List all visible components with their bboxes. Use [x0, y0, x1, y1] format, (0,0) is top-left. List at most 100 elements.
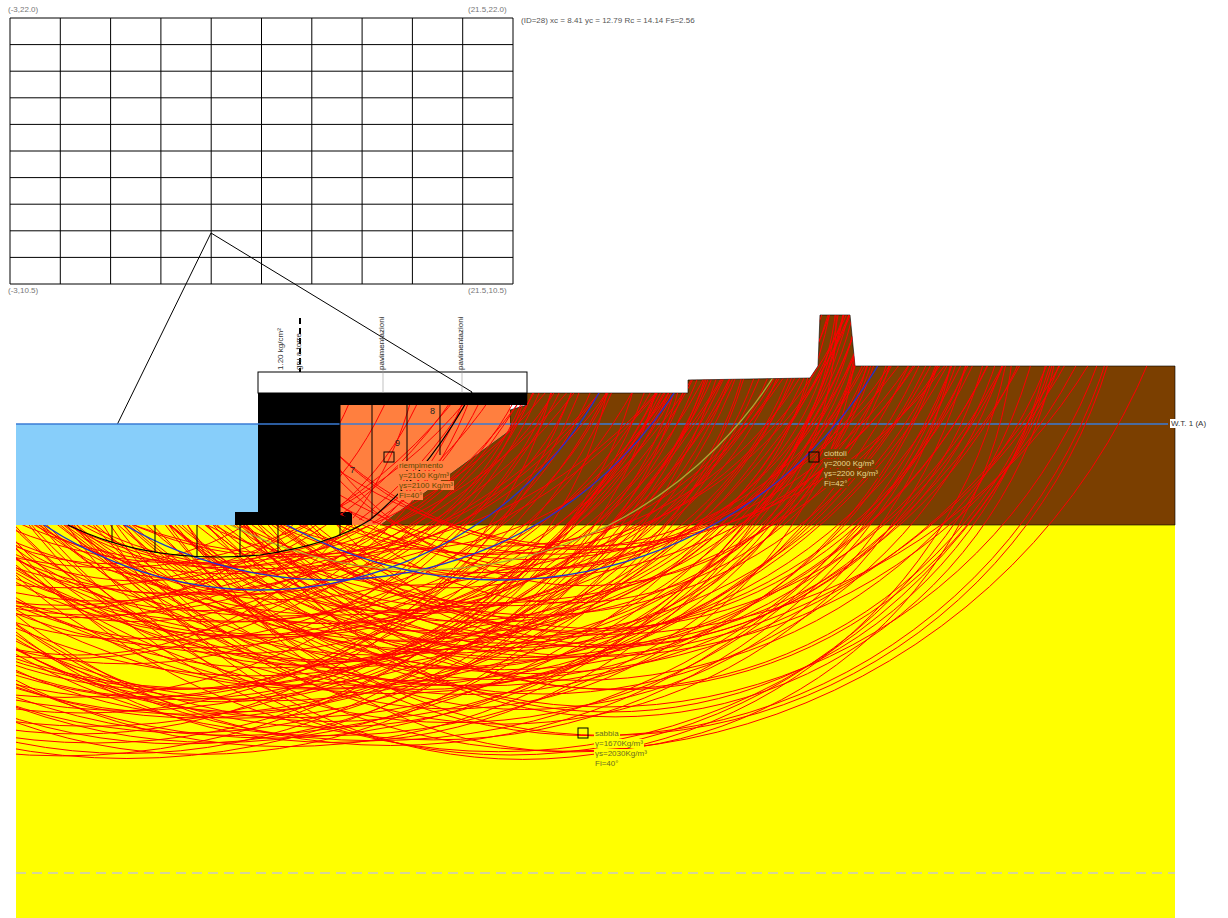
slip-circle — [0, 0, 596, 659]
slip-circle — [132, 0, 817, 554]
slip-circle — [27, 0, 810, 614]
slices — [112, 405, 440, 557]
material-label: riempimento — [398, 461, 444, 470]
slip-circle — [0, 0, 674, 593]
material-label: ciottoli — [823, 449, 848, 458]
slip-circle — [0, 0, 1032, 741]
slip-circle — [79, 0, 836, 621]
slip-circle — [0, 0, 642, 600]
grid-line — [10, 204, 513, 205]
slip-circle — [0, 0, 740, 580]
grid-line — [10, 177, 513, 178]
slip-circle — [0, 0, 712, 700]
material-label: γ=1670Kg/m³ — [594, 739, 644, 748]
slip-circle — [40, 0, 1172, 634]
grid-line — [513, 18, 514, 284]
wall-slab — [258, 393, 527, 405]
slip-circle — [0, 0, 545, 595]
slip-circle — [157, 0, 1041, 629]
grid-line — [412, 18, 413, 284]
slip-circle — [0, 0, 786, 759]
slip-circle — [0, 0, 417, 609]
load-label: 1.20 kg/cm² — [276, 328, 285, 370]
slice-number: 7 — [350, 465, 355, 475]
slip-circle — [165, 0, 1065, 717]
slip-circle — [0, 0, 445, 581]
slip-circle — [96, 0, 711, 549]
slip-circle — [0, 0, 743, 754]
slip-circle — [0, 0, 650, 563]
slip-circle — [44, 0, 859, 709]
slip-circle — [0, 0, 965, 695]
slip-circle — [35, 0, 963, 680]
slip-circle — [0, 0, 564, 697]
slip-circle — [0, 0, 1064, 670]
slip-circle — [0, 0, 772, 718]
slip-circle — [0, 0, 732, 756]
grid-line — [10, 284, 513, 285]
slip-circle — [0, 0, 941, 689]
slip-circle — [0, 0, 574, 601]
result-header: (ID=28) xc = 8.41 yc = 12.79 Rc = 14.14 … — [521, 16, 695, 25]
material-label: γ=2000 Kg/m³ — [823, 459, 875, 468]
slip-circle — [110, 0, 879, 554]
grid-coordinate: (21.5,10.5) — [468, 286, 507, 295]
slip-circle — [0, 0, 719, 638]
grid-line — [10, 151, 513, 152]
material-marker — [809, 452, 819, 462]
slip-circle — [0, 0, 762, 688]
grid-line — [311, 18, 312, 284]
slip-circle — [137, 0, 879, 643]
slip-circle — [155, 0, 850, 546]
slip-circle — [0, 0, 562, 611]
load-label: pavimentazioni — [456, 317, 465, 370]
slip-circle — [0, 0, 679, 753]
slip-circle — [60, 0, 940, 580]
material-label: sabbia — [594, 729, 620, 738]
slip-circle — [0, 0, 560, 588]
slip-circle — [0, 0, 878, 642]
slip-circle — [0, 0, 619, 615]
slip-circle — [0, 0, 697, 624]
water-table-label: W.T. 1 (A) — [1170, 419, 1207, 428]
slip-circle — [0, 0, 671, 563]
slip-circle — [0, 0, 985, 740]
grid-line — [10, 230, 513, 231]
slip-circle — [0, 0, 693, 665]
material-label: γ=2100 Kg/m³ — [398, 471, 450, 480]
slip-circle — [0, 0, 766, 573]
slip-circle — [0, 0, 720, 743]
slip-circle — [0, 0, 767, 622]
water — [16, 424, 258, 525]
slip-circle — [0, 0, 605, 734]
slip-circle — [89, 0, 960, 710]
base-line — [16, 872, 1175, 874]
slip-circle — [54, 0, 1132, 736]
slip-circle — [120, 6, 699, 585]
wall-base — [235, 512, 352, 525]
grid-line — [462, 18, 463, 284]
slip-circle — [0, 0, 650, 590]
slip-circle — [73, 40, 590, 557]
slip-circle — [0, 0, 507, 568]
radius-line — [211, 233, 472, 392]
slip-circle — [38, 0, 863, 686]
slip-circle — [0, 38, 537, 593]
grid-line — [10, 257, 513, 258]
slip-circle — [132, 0, 980, 554]
slip-circle — [0, 0, 791, 714]
slip-circle — [0, 0, 895, 718]
slice-number: 9 — [395, 438, 400, 448]
slip-circle — [0, 0, 792, 637]
slip-circles — [0, 0, 1198, 759]
slip-circle — [0, 0, 539, 618]
slip-circle — [0, 42, 369, 564]
material-marker — [578, 728, 588, 738]
slip-circle — [0, 0, 613, 698]
slip-circle — [211, 0, 967, 550]
grid-coordinate: (-3,10.5) — [8, 286, 38, 295]
slip-circle — [0, 0, 671, 713]
slip-circle — [0, 0, 909, 640]
slip-circle — [0, 0, 840, 570]
slip-circle — [0, 0, 1140, 674]
